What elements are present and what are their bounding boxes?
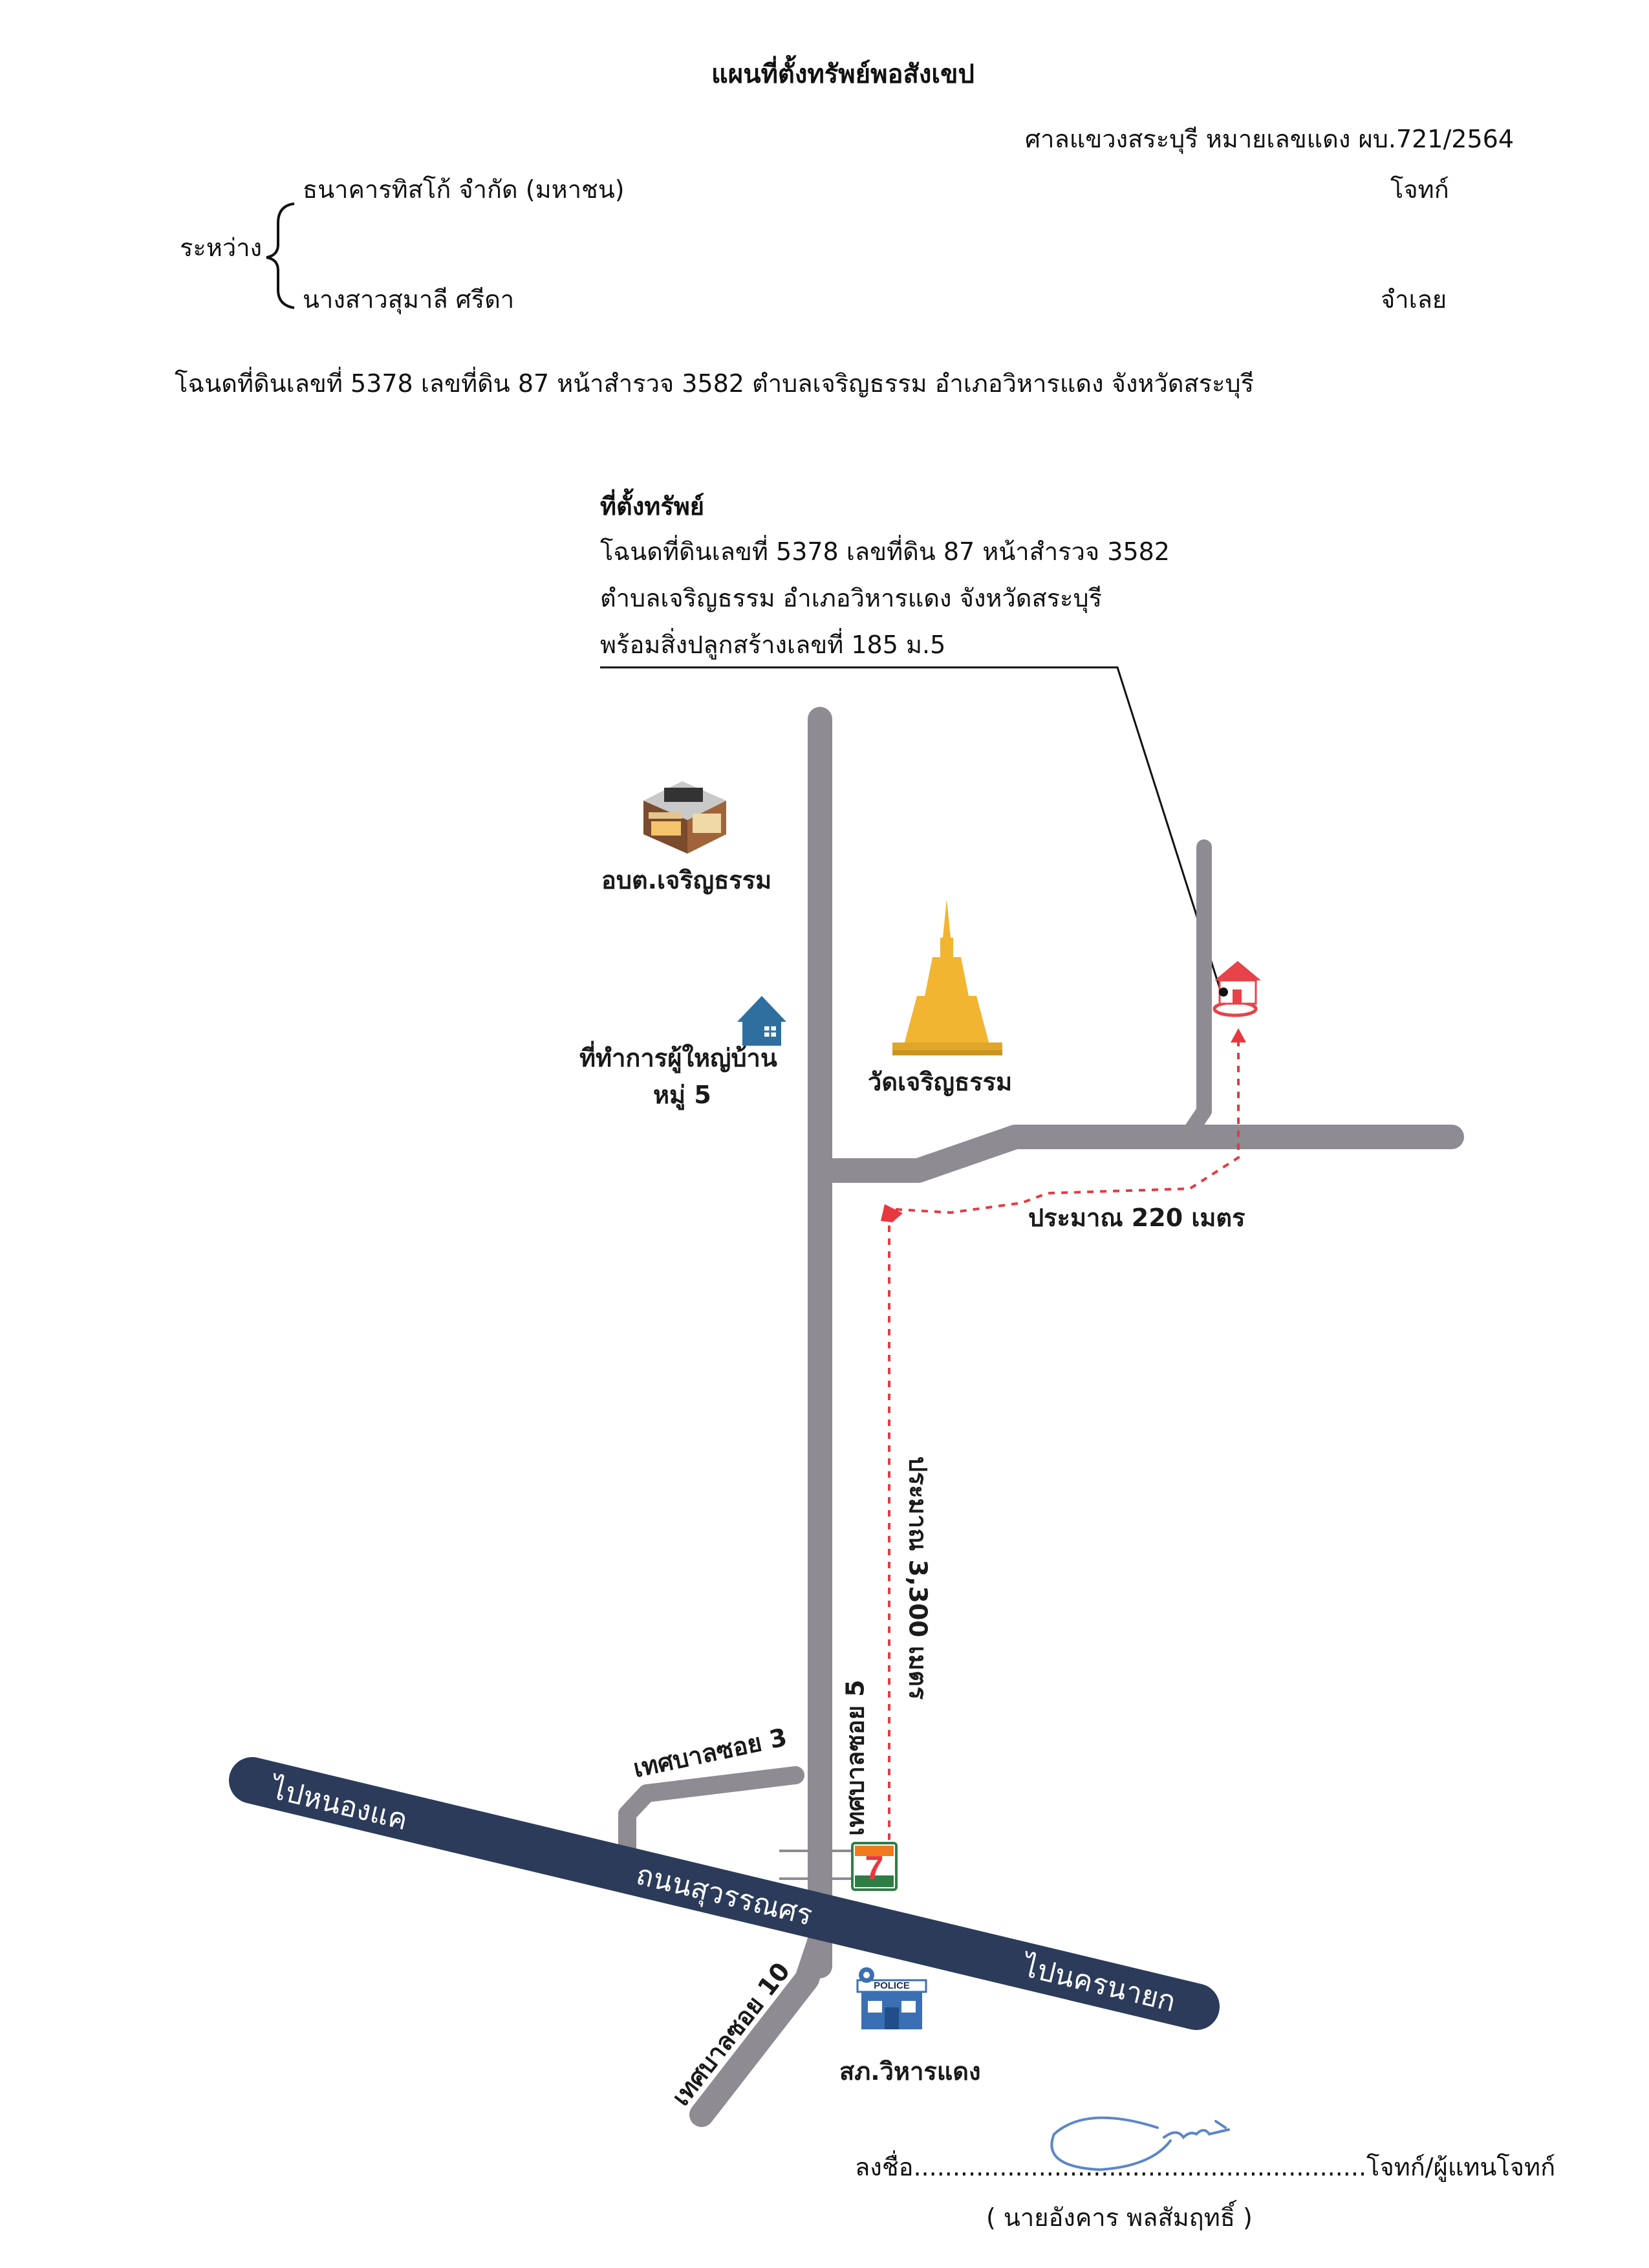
defendant-name: นางสาวสุมาลี ศรีดา (303, 285, 515, 314)
property-deed-line: โฉนดที่ดินเลขที่ 5378 เลขที่ดิน 87 หน้าส… (600, 537, 1170, 566)
bridge-marks (779, 1843, 860, 1885)
deed-description: โฉนดที่ดินเลขที่ 5378 เลขที่ดิน 87 หน้าส… (175, 369, 1255, 398)
pagoda-icon (892, 899, 1002, 1055)
plaintiff-name: ธนาคารทิสโก้ จำกัด (มหาชน) (303, 175, 625, 204)
police-sign-text: POLICE (874, 1980, 910, 1991)
road-east-branch (808, 1125, 1464, 1183)
label-police-station: สภ.วิหารแดง (839, 2057, 981, 2086)
label-soi-5: เทศบาลซอย 5 (841, 1679, 870, 1836)
route-arrow-house (1231, 1028, 1246, 1042)
label-distance-220: ประมาณ 220 เมตร (1028, 1204, 1245, 1232)
svg-text:7: 7 (865, 1850, 884, 1887)
defendant-role: จำเลย (1381, 285, 1447, 314)
property-building-line: พร้อมสิ่งปลูกสร้างเลขที่ 185 ม.5 (600, 631, 946, 659)
seven-eleven-icon: 7 (851, 1842, 898, 1891)
signature-line: ลงชื่อ..................................… (855, 2153, 1556, 2181)
between-bracket (266, 202, 295, 309)
property-location-line: ตำบลเจริญธรรม อำเภอวิหารแดง จังหวัดสระบุ… (600, 584, 1102, 612)
police-station-icon (856, 1967, 927, 2029)
signature-icon (1050, 2116, 1230, 2172)
signatory-name: ( นายอังคาร พลสัมฤทธิ์ ) (986, 2203, 1253, 2232)
home-marker-icon (1212, 961, 1261, 1017)
property-leader-line (600, 666, 1223, 997)
route-path-east (895, 1035, 1240, 1215)
road-house-branch (1179, 839, 1212, 1145)
plaintiff-role: โจทก์ (1390, 175, 1449, 204)
label-headman-office: ที่ทำการผู้ใหญ่บ้าน (579, 1044, 777, 1072)
label-temple: วัดเจริญธรรม (868, 1068, 1013, 1096)
building-icon (643, 781, 726, 854)
route-arrow-up (881, 1204, 903, 1222)
road-soi-3 (618, 1766, 804, 1859)
road-soi-10 (689, 1928, 832, 2127)
road-suwannason (229, 1757, 1220, 2030)
label-tambon-office: อบต.เจริญธรรม (601, 866, 772, 894)
property-heading: ที่ตั้งทรัพย์ (600, 492, 705, 521)
label-distance-3300: ประมาณ 3,300 เมตร (903, 1456, 932, 1700)
route-path (888, 1209, 894, 1866)
label-headman-moo: หมู่ 5 (653, 1081, 711, 1109)
between-label: ระหว่าง (180, 233, 263, 262)
court-case-number: ศาลแขวงสระบุรี หมายเลขแดง ผบ.721/2564 (1025, 125, 1514, 153)
page-title: แผนที่ตั้งทรัพย์พอสังเขป (711, 59, 975, 89)
house-icon (737, 996, 786, 1046)
